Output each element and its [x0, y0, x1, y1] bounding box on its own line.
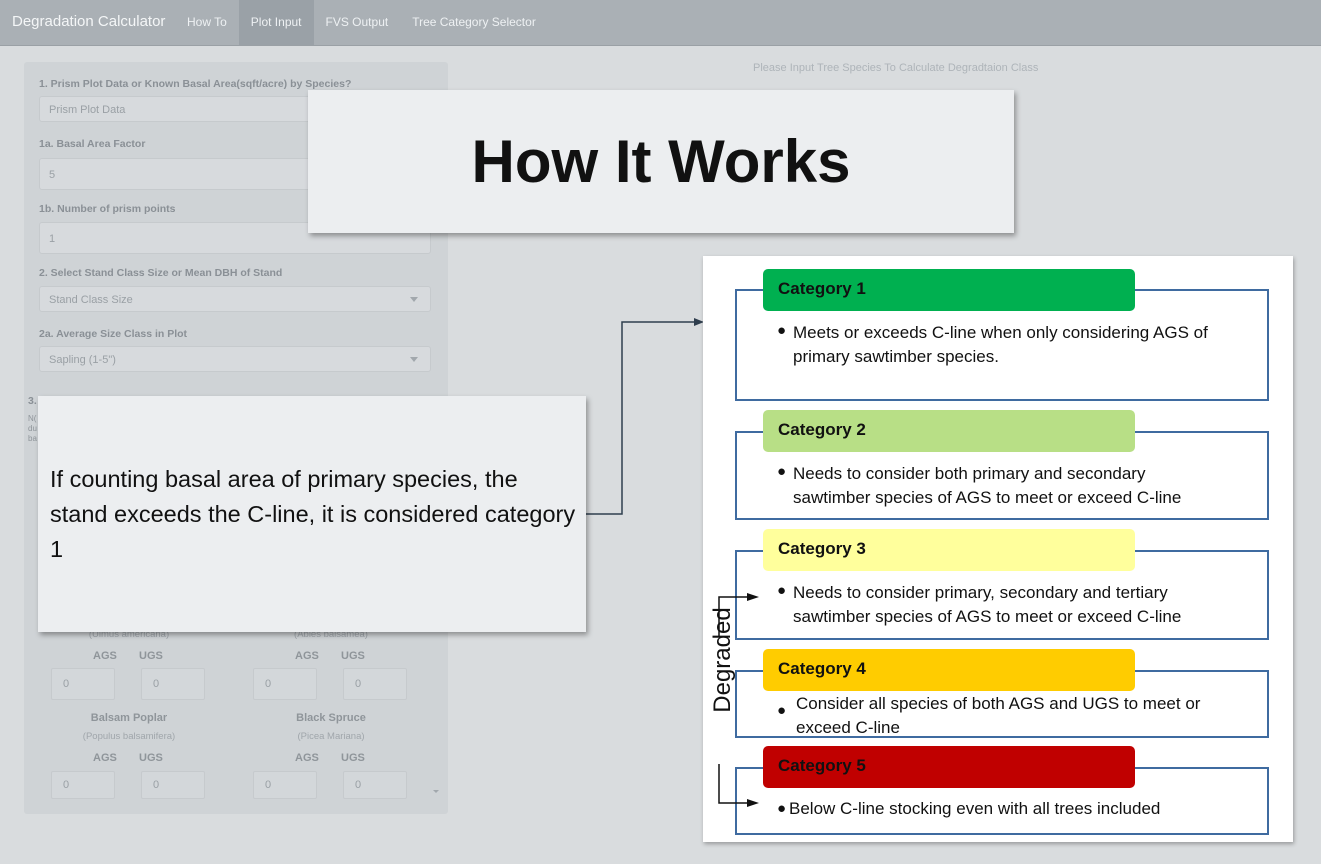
app-brand[interactable]: Degradation Calculator — [12, 13, 166, 30]
col-ugs: UGS — [139, 752, 163, 764]
description-line: Needs to consider primary, secondary and… — [793, 583, 1168, 602]
note-fragment: N( — [28, 414, 37, 423]
species-name: Black Spruce — [296, 712, 366, 724]
col-ags: AGS — [93, 752, 117, 764]
note-fragment: ba — [28, 434, 37, 443]
category-5-header: Category 5 — [763, 746, 1135, 788]
ugs-input[interactable]: 0 — [141, 771, 205, 799]
col-ugs: UGS — [139, 650, 163, 662]
explanation-text: If counting basal area of primary specie… — [50, 466, 576, 562]
title-card: How It Works — [308, 90, 1014, 233]
q2-label: 2. Select Stand Class Size or Mean DBH o… — [39, 267, 283, 279]
category-2-header: Category 2 — [763, 410, 1135, 452]
tab-fvs-output[interactable]: FVS Output — [325, 15, 389, 29]
output-hint: Please Input Tree Species To Calculate D… — [753, 62, 1039, 74]
category-4-header: Category 4 — [763, 649, 1135, 691]
stand-class-select[interactable]: Stand Class Size — [39, 286, 431, 312]
bullet-icon: ● — [777, 702, 787, 719]
description-line: primary sawtimber species. — [793, 346, 999, 366]
tab-how-to[interactable]: How To — [187, 15, 227, 29]
col-ags: AGS — [93, 650, 117, 662]
species-latin-partial: (Abies balsamea) — [294, 629, 368, 640]
size-class-select-value: Sapling (1-5") — [49, 354, 116, 366]
category-1-header: Category 1 — [763, 269, 1135, 311]
ugs-input[interactable]: 0 — [141, 668, 205, 700]
overlay-title: How It Works — [471, 128, 851, 195]
q1b-label: 1b. Number of prism points — [39, 203, 176, 215]
description-line: exceed C-line — [796, 717, 900, 737]
category-2-description: Needs to consider both primary and secon… — [793, 462, 1263, 509]
category-3-description: Needs to consider primary, secondary and… — [793, 581, 1263, 628]
bullet-icon: ● — [777, 463, 787, 480]
col-ugs: UGS — [341, 650, 365, 662]
q1a-label: 1a. Basal Area Factor — [39, 138, 146, 150]
q1-label: 1. Prism Plot Data or Known Basal Area(s… — [39, 78, 352, 90]
category-diagram: Category 1 ● Meets or exceeds C-line whe… — [703, 256, 1293, 842]
description-line: Below C-line stocking even with all tree… — [789, 799, 1161, 818]
bullet-icon: ● — [777, 582, 787, 599]
species-latin: (Populus balsamifera) — [82, 731, 176, 742]
navbar: Degradation Calculator How To Plot Input… — [0, 0, 1321, 46]
explanation-card: If counting basal area of primary specie… — [38, 396, 586, 632]
col-ugs: UGS — [341, 752, 365, 764]
ags-input[interactable]: 0 — [51, 668, 115, 700]
tab-plot-input[interactable]: Plot Input — [238, 0, 314, 45]
degraded-label: Degraded — [709, 607, 736, 713]
col-ags: AGS — [295, 650, 319, 662]
category-4-description: Consider all species of both AGS and UGS… — [796, 692, 1266, 739]
nav-tabs: How To Plot Input FVS Output Tree Catego… — [175, 0, 548, 45]
ags-input[interactable]: 0 — [253, 668, 317, 700]
note-fragment: du — [28, 424, 37, 433]
size-class-select[interactable]: Sapling (1-5") — [39, 346, 431, 372]
description-line: Consider all species of both AGS and UGS… — [796, 694, 1201, 713]
q3-label-fragment: 3. — [28, 395, 37, 407]
description-line: Needs to consider both primary and secon… — [793, 464, 1146, 483]
description-line: Meets or exceeds C-line when only consid… — [793, 323, 1208, 342]
bullet-icon: ● — [777, 800, 787, 817]
ags-input[interactable]: 0 — [51, 771, 115, 799]
col-ags: AGS — [295, 752, 319, 764]
ugs-input[interactable]: 0 — [343, 668, 407, 700]
species-latin: (Picea Mariana) — [297, 731, 365, 742]
bullet-icon: ● — [777, 322, 787, 339]
q2a-label: 2a. Average Size Class in Plot — [39, 328, 188, 340]
tab-tree-category-selector[interactable]: Tree Category Selector — [412, 15, 536, 29]
species-name: Balsam Poplar — [90, 712, 168, 724]
stand-class-select-value: Stand Class Size — [49, 294, 133, 306]
degraded-bracket — [718, 593, 759, 807]
description-line: sawtimber species of AGS to meet or exce… — [793, 606, 1182, 626]
scroll-down-icon[interactable] — [433, 790, 439, 793]
chevron-down-icon — [410, 357, 418, 362]
category-1-description: Meets or exceeds C-line when only consid… — [793, 321, 1263, 368]
category-5-description: Below C-line stocking even with all tree… — [789, 797, 1259, 821]
species-latin-partial: (Ulmus americana) — [88, 629, 170, 640]
category-3-header: Category 3 — [763, 529, 1135, 571]
description-line: sawtimber species of AGS to meet or exce… — [793, 487, 1182, 507]
chevron-down-icon — [410, 297, 418, 302]
ags-input[interactable]: 0 — [253, 771, 317, 799]
ugs-input[interactable]: 0 — [343, 771, 407, 799]
